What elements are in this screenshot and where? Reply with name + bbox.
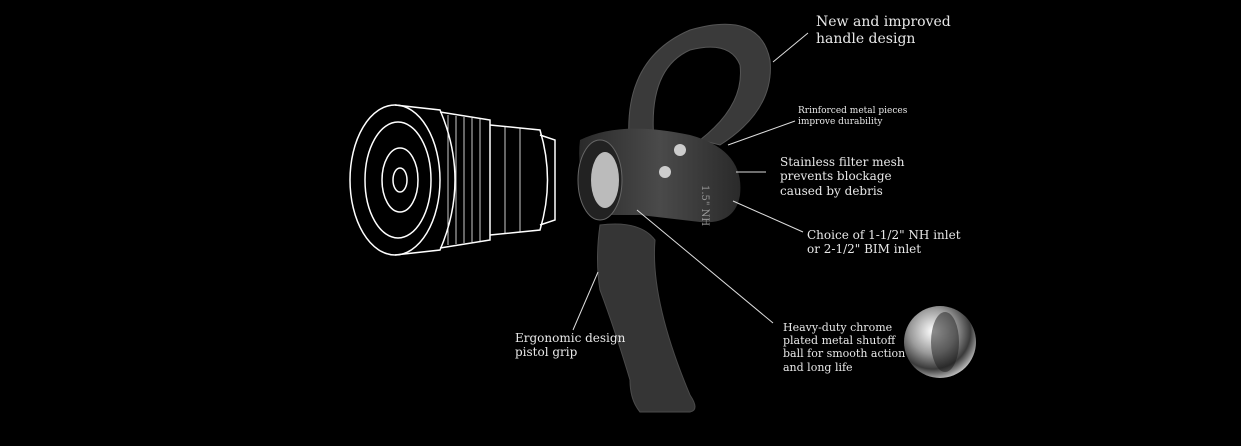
nozzle-tip-drawing — [349, 104, 556, 256]
handle — [628, 23, 771, 151]
leader-lines — [572, 32, 809, 331]
product-marking: 1.5" NH — [699, 185, 710, 226]
callout-metal-pieces: Rrinforced metal pieces improve durabili… — [798, 106, 908, 127]
callout-inlet: Choice of 1-1/2" NH inlet or 2-1/2" BIM … — [807, 228, 961, 257]
callout-shutoff-ball: Heavy-duty chrome plated metal shutoff b… — [783, 321, 906, 374]
callout-handle: New and improved handle design — [816, 14, 951, 47]
pistol-grip — [597, 223, 696, 413]
callout-filter-mesh: Stainless filter mesh prevents blockage … — [780, 155, 905, 198]
callout-pistol-grip: Ergonomic design pistol grip — [515, 331, 626, 360]
